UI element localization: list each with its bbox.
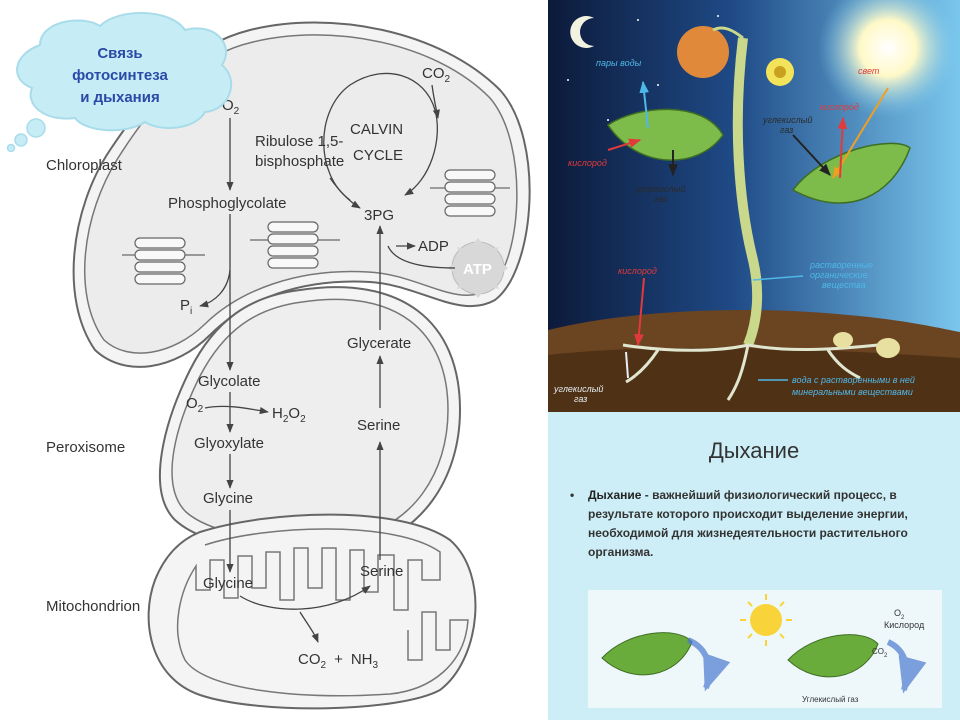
photorespiration-diagram: Chloroplast Peroxisome Mitochondrion CO2…: [6, 11, 531, 710]
thylakoid-stack-2: [250, 221, 340, 269]
label-3pg: 3PG: [364, 207, 394, 224]
sun-small-icon: [740, 594, 792, 646]
label-water-vapor: пары воды: [596, 58, 642, 68]
label-glycerate: Glycerate: [347, 335, 411, 352]
cloud-line-2: фотосинтеза: [72, 67, 168, 84]
label-chloroplast: Chloroplast: [46, 157, 123, 174]
tuber-large: [876, 338, 900, 358]
label-atp: ATP: [463, 261, 492, 278]
label-dissolved-3: вещества: [822, 280, 866, 290]
thylakoid-stack-3: [430, 169, 510, 217]
label-calvin-2: CYCLE: [353, 147, 403, 164]
arrow-light: [832, 87, 889, 180]
plant-gas-exchange-illustration: пары воды свет кислород углекислый газ к…: [548, 0, 960, 412]
label-oxygen-left: кислород: [568, 158, 607, 168]
tuber-small: [833, 332, 853, 348]
label-co2-right-2: газ: [780, 125, 793, 135]
arrow-glycine-serine-mito: [239, 585, 371, 610]
leaf-right: [791, 142, 911, 204]
arrow-oxygen-in: [607, 138, 642, 151]
label-light: свет: [858, 66, 880, 76]
label-h2o2: H2O2: [272, 405, 306, 425]
label-oxygen-top: кислород: [820, 102, 859, 112]
definition-text: - важнейший физиологический процесс, в р…: [588, 488, 908, 559]
label-co2-nh3: CO2+NH3: [298, 651, 379, 671]
label-co2-left-1: углекислый: [635, 184, 685, 194]
leaf-co2: CO2: [872, 647, 888, 659]
label-co2-top: CO2: [422, 65, 451, 85]
label-co2-right-1: углекислый: [762, 115, 812, 125]
arrow-to-pi: [199, 269, 231, 308]
arrow-dissolved: [752, 275, 804, 281]
leaf-co2-caption: Углекислый газ: [802, 695, 859, 704]
co2-input-arrow: [431, 84, 440, 119]
label-glyoxylate: Glyoxylate: [194, 435, 264, 452]
label-water-1: вода с растворенными в ней: [792, 375, 915, 385]
cloud-line-3: и дыхания: [80, 89, 159, 106]
label-phosphoglycolate: Phosphoglycolate: [168, 195, 286, 212]
respiration-title: Дыхание: [708, 438, 800, 463]
label-co2-left-2: газ: [654, 194, 667, 204]
label-glycine-perox: Glycine: [203, 490, 253, 507]
pathway-svg: Chloroplast Peroxisome Mitochondrion CO2…: [6, 11, 531, 710]
label-water-2: минеральными веществами: [792, 387, 913, 397]
label-co2-root-2: газ: [574, 394, 587, 404]
label-rubp-1: Ribulose 1,5-: [255, 133, 343, 150]
bullet: •: [570, 488, 575, 502]
calvin-cycle-arc: [323, 72, 438, 201]
leaf-svg: O2 Кислород CO2 Углекислый газ: [588, 590, 942, 708]
definition-term: Дыхание: [588, 488, 642, 502]
respiration-definition: • Дыхание - важнейший физиологический пр…: [570, 486, 940, 562]
label-co2-root-1: углекислый: [553, 384, 603, 394]
label-oxygen-root: кислород: [618, 266, 657, 276]
definition-body: Дыхание - важнейший физиологический проц…: [570, 486, 940, 562]
cloud-line-1: Связь: [97, 45, 142, 62]
label-adp: ADP: [418, 238, 449, 255]
label-pi: Pi: [180, 297, 192, 317]
label-dissolved-1: растворенные: [809, 260, 873, 270]
label-o2-top: O2: [222, 97, 240, 117]
respiration-panel: Дыхание • Дыхание - важнейший физиологич…: [548, 412, 960, 720]
mitochondrion-cristae: [176, 528, 469, 697]
label-glycine-mito: Glycine: [203, 575, 253, 592]
label-rubp-2: bisphosphate: [255, 153, 344, 170]
title-cloud: Связь фотосинтеза и дыхания: [6, 11, 233, 153]
label-o2-mid: O2: [186, 395, 204, 415]
arrow-oxygen-out: [837, 116, 848, 179]
arrow-oxygen-root: [634, 277, 645, 347]
label-calvin-1: CALVIN: [350, 121, 403, 138]
arrow-co2-root: [625, 351, 629, 379]
roots: [622, 343, 879, 401]
fruit: [677, 26, 729, 78]
leaf-oxygen: Кислород: [884, 620, 925, 630]
thylakoid-stack-1: [122, 237, 205, 285]
leaf-2: [787, 634, 879, 678]
arrow-water-vapor: [639, 80, 649, 129]
label-serine-mito: Serine: [360, 563, 403, 580]
label-peroxisome: Peroxisome: [46, 439, 125, 456]
arrow-o2-h2o2: [204, 405, 269, 415]
leaf-o2: O2: [894, 608, 905, 621]
label-mitochondrion: Mitochondrion: [46, 598, 140, 615]
plant-svg: пары воды свет кислород углекислый газ к…: [548, 0, 960, 412]
label-glycolate: Glycolate: [198, 373, 261, 390]
rubp-to-3pg-arrow: [329, 177, 361, 209]
fruit-stem: [712, 26, 744, 40]
stem: [732, 37, 763, 347]
leaf-2-arrow: [886, 639, 927, 694]
arrow-atp-adp: [387, 245, 456, 269]
sun-icon: [818, 0, 958, 118]
label-dissolved-2: органические: [810, 270, 868, 280]
moon-icon: [570, 15, 594, 49]
flower-icon: [766, 58, 794, 86]
arrow-to-co2-nh3: [299, 611, 319, 643]
soil-dark: [548, 347, 960, 412]
label-serine-perox: Serine: [357, 417, 400, 434]
arrow-co2-in: [792, 134, 831, 176]
leaf-respiration-illustration: O2 Кислород CO2 Углекислый газ: [588, 590, 942, 708]
leaf-1-arrow: [686, 637, 731, 692]
